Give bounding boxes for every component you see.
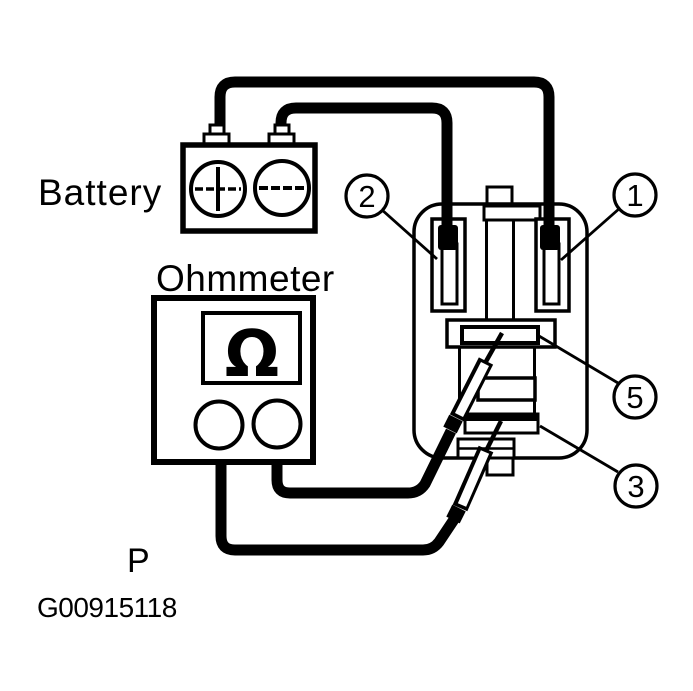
callout-1-circle: [612, 172, 658, 218]
callout-5-number: 5: [626, 380, 643, 415]
ohmmeter-jack-left: [193, 399, 245, 451]
relay-bottom-tab: [485, 456, 515, 477]
callouts: 2 1 5 3: [344, 172, 659, 509]
probe-upper-body: [454, 361, 490, 418]
wire-connector-terminal-2: [438, 225, 458, 250]
callout-2-leader-line: [380, 207, 438, 261]
ohmmeter-jack-right: [251, 398, 303, 450]
wire-battery-positive-to-terminal-1: [214, 76, 555, 238]
callout-3-leader-line: [539, 424, 619, 474]
relay-middle-step: [476, 376, 537, 402]
callout-5-leader-line: [538, 334, 619, 385]
callout-5-circle: [612, 374, 658, 420]
callout-1-leader-line: [560, 206, 621, 262]
relay-terminal-blade-left: [440, 242, 459, 306]
ohm-symbol-icon: Ω: [225, 318, 279, 392]
wire-ohmmeter-left-to-lower-probe: [215, 459, 460, 556]
text-labels: Battery Ohmmeter P G00915118: [37, 172, 335, 623]
ohmmeter-label: Ohmmeter: [156, 258, 335, 299]
wire-battery-negative-to-terminal-2: [275, 102, 453, 238]
ohmmeter: Ω: [151, 295, 316, 465]
pin-p-label: P: [127, 542, 150, 580]
probe-upper: [443, 331, 504, 434]
figure-id-label: G00915118: [37, 592, 177, 623]
probe-lower-butt: [446, 504, 466, 524]
probe-lower: [446, 419, 504, 524]
probe-upper-butt: [443, 414, 463, 434]
callout-2-number: 2: [358, 179, 375, 214]
probe-lower-body: [457, 450, 490, 507]
callout-3-circle: [613, 463, 659, 509]
battery-negative-terminal: [253, 159, 311, 217]
wire-connector-terminal-1: [540, 225, 560, 250]
battery-label: Battery: [38, 172, 162, 213]
ohmmeter-display: [201, 311, 302, 385]
callout-2-circle: [344, 173, 390, 219]
callout-1-number: 1: [626, 178, 643, 213]
probe-upper-tip: [482, 331, 504, 367]
callout-3-number: 3: [627, 469, 644, 504]
relay: [412, 185, 589, 477]
relay-terminal-blade-right: [542, 242, 561, 306]
wiring: [214, 76, 555, 556]
relay-top-band: [482, 204, 542, 222]
probe-lower-tip: [482, 419, 504, 455]
battery: [180, 123, 318, 234]
test-probes: [443, 331, 504, 524]
wire-ohmmeter-right-to-upper-probe: [271, 428, 456, 499]
